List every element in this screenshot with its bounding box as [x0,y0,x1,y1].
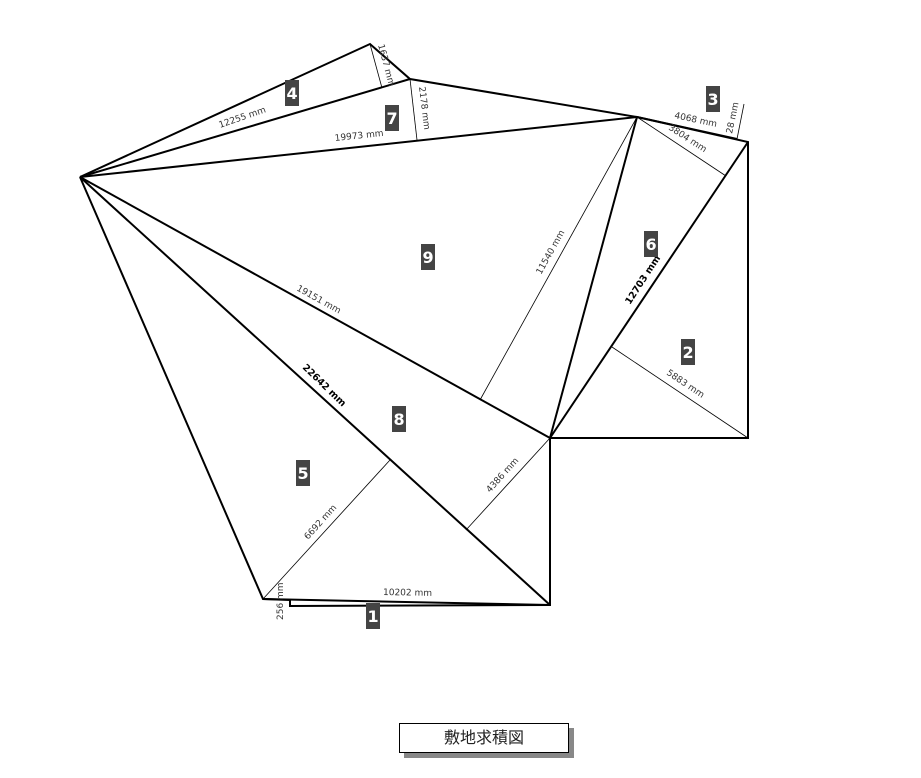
region-1: 1 [366,603,380,629]
svg-text:6: 6 [645,235,656,254]
svg-text:3: 3 [707,90,718,109]
dim-6692: 6692 mm [303,503,339,542]
region-8: 8 [392,406,406,432]
diagram-caption: 敷地求積図 [399,723,569,753]
region-6: 6 [644,231,658,257]
dim-2178: 2178 mm [416,86,431,130]
region-4: 4 [285,80,299,106]
dim-11540: 11540 mm [535,229,568,277]
dim-22642: 22642 mm [300,362,348,409]
region-2: 2 [681,339,695,365]
dim-256: 256 mm [276,582,286,620]
region-5: 5 [296,460,310,486]
dimension-labels: 12255 mm 1637 mm 2178 mm 19973 mm 4068 m… [218,43,742,620]
svg-text:7: 7 [386,109,397,128]
boundary-lines [79,42,749,608]
dim-12255: 12255 mm [218,105,268,130]
svg-text:2: 2 [682,343,693,362]
dim-1637: 1637 mm [375,43,396,87]
region-9: 9 [421,244,435,270]
svg-text:1: 1 [367,607,378,626]
region-numbers: 1 2 3 4 5 6 7 8 9 [285,80,720,629]
region-7: 7 [385,105,399,131]
svg-text:4: 4 [286,84,297,103]
height-lines [262,43,749,601]
dim-19973: 19973 mm [334,129,384,144]
svg-text:8: 8 [393,410,404,429]
svg-text:5: 5 [297,464,308,483]
region-3: 3 [706,86,720,112]
svg-text:9: 9 [422,248,433,267]
dim-10202: 10202 mm [383,588,432,599]
